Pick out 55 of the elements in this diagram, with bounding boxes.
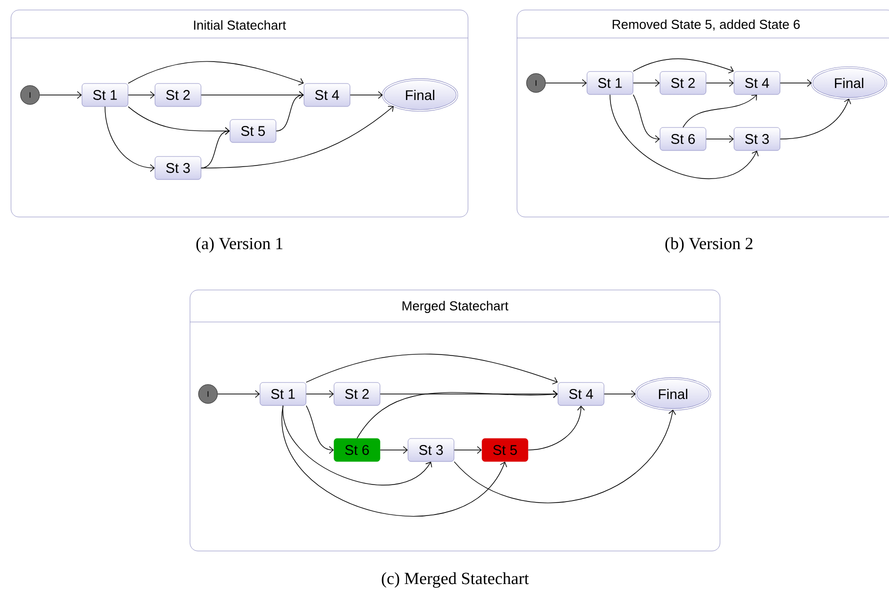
figure-caption: (c) Merged Statechart — [382, 572, 529, 588]
initial-state: I — [198, 384, 218, 404]
arrow — [306, 405, 334, 454]
state-box: St 6 — [334, 438, 380, 462]
initial-state: I — [526, 73, 546, 93]
arrow — [610, 94, 759, 179]
final-state: Final — [382, 78, 458, 112]
arrow — [380, 390, 558, 398]
final-state: Final — [810, 66, 888, 100]
arrow — [706, 79, 734, 87]
state-box: St 3 — [154, 156, 202, 180]
arrow — [282, 405, 508, 516]
state-box: St 4 — [734, 71, 780, 95]
state-box: St 4 — [304, 83, 350, 107]
arrow — [780, 79, 812, 87]
state-box: St 2 — [334, 382, 380, 406]
arrow — [128, 91, 155, 99]
arrow — [632, 79, 660, 87]
arrow — [282, 405, 432, 486]
arrow — [632, 58, 734, 74]
arrow — [706, 135, 734, 143]
state-box: St 4 — [558, 382, 604, 406]
figure-caption: (b) Version 2 — [665, 237, 752, 253]
figure-caption: (a) Version 1 — [196, 237, 282, 253]
arrow — [217, 390, 260, 398]
arrow — [104, 106, 155, 172]
arrow — [200, 106, 394, 168]
state-box: St 6 — [660, 127, 706, 151]
state-box: St 5 — [230, 119, 276, 143]
arrow — [276, 91, 304, 132]
initial-state: I — [20, 85, 40, 105]
arrow — [545, 79, 587, 87]
state-box: St 1 — [586, 71, 634, 95]
arrow — [380, 446, 408, 454]
state-box: St 2 — [154, 83, 202, 107]
arrow — [306, 354, 558, 384]
arrow — [454, 446, 482, 454]
final-state: Final — [634, 377, 712, 411]
arrow — [128, 61, 304, 86]
state-box: St 3 — [408, 438, 454, 462]
arrow — [528, 406, 585, 450]
state-box: St 3 — [734, 127, 780, 151]
state-box: St 1 — [260, 382, 306, 406]
arrow — [350, 91, 383, 99]
state-box: St 2 — [660, 71, 706, 95]
arrow — [454, 410, 676, 503]
arrow — [632, 94, 660, 143]
arrow — [682, 94, 757, 128]
state-box: St 1 — [82, 83, 128, 107]
state-box: St 5 — [482, 438, 528, 462]
arrow — [306, 390, 334, 398]
arrow — [356, 390, 558, 439]
arrow — [39, 91, 82, 99]
arrow — [780, 98, 852, 140]
arrow — [604, 390, 636, 398]
